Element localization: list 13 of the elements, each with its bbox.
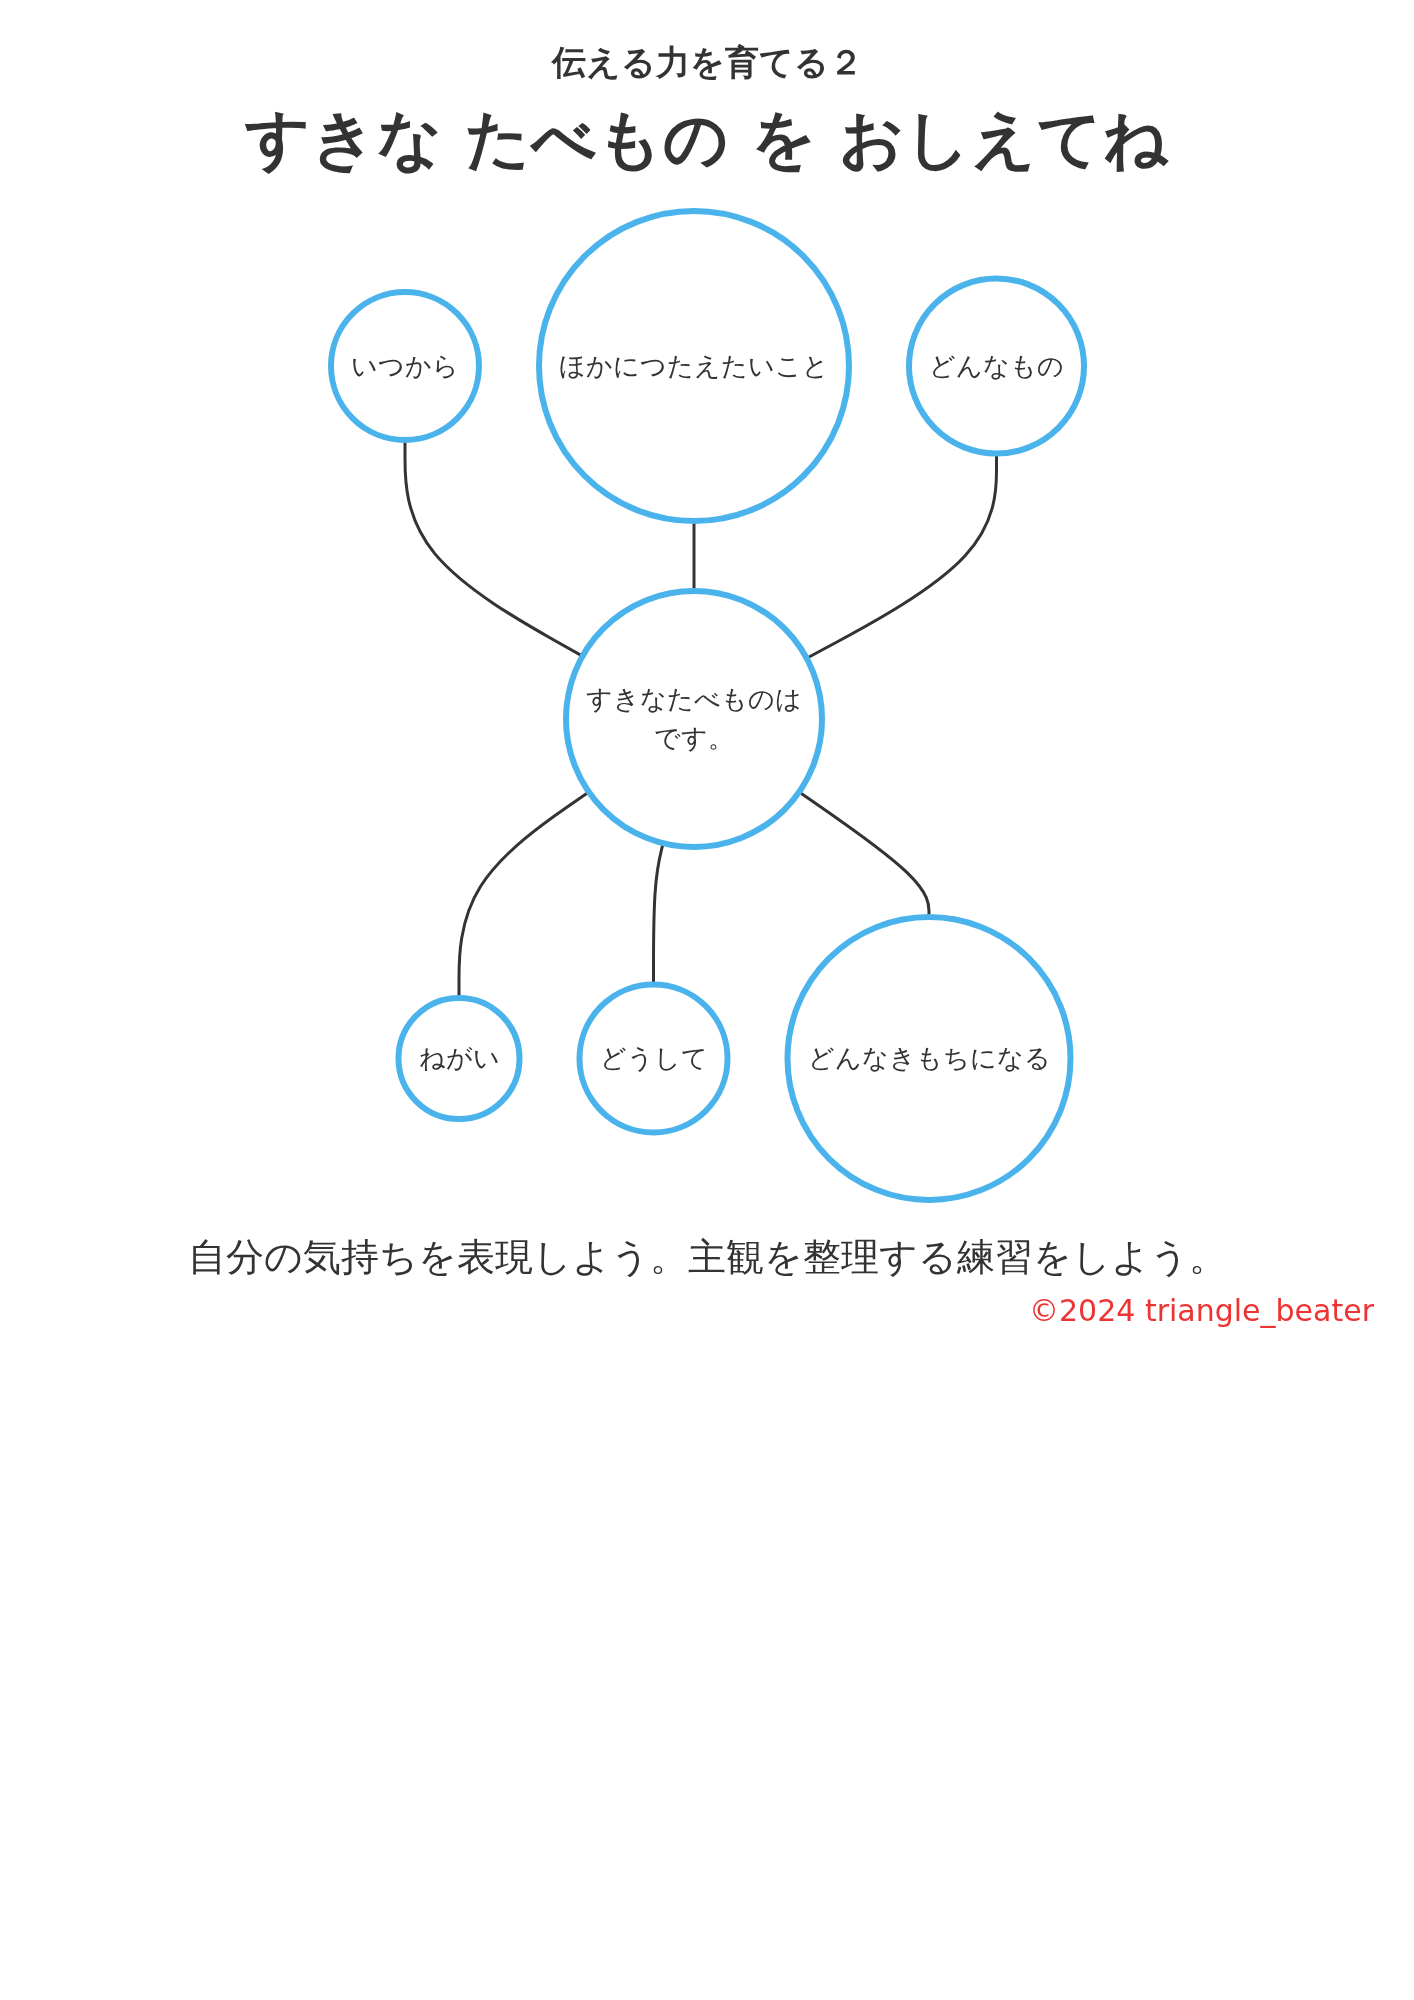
connector bbox=[403, 440, 583, 658]
node-circle: いつから bbox=[327, 289, 482, 443]
node-circle: ねがい bbox=[395, 995, 522, 1122]
copyright-note: ©2024 triangle_beater bbox=[1028, 1293, 1374, 1328]
subtitle: 伝える力を育てる２ bbox=[550, 41, 864, 84]
node-circle: どんなもの bbox=[905, 275, 1087, 457]
connector bbox=[692, 521, 695, 591]
node-circle: すきなたべものは です。 bbox=[562, 588, 825, 850]
node-circle: ほかにつたえたいこと bbox=[535, 208, 852, 524]
node-circle: どうして bbox=[576, 981, 730, 1136]
node-circle: どんなきもちになる bbox=[784, 914, 1073, 1203]
title: すきな たべもの を おしえてね bbox=[243, 101, 1171, 178]
caption: 自分の気持ちを表現しよう。主観を整理する練習をしよう。 bbox=[186, 1234, 1228, 1281]
